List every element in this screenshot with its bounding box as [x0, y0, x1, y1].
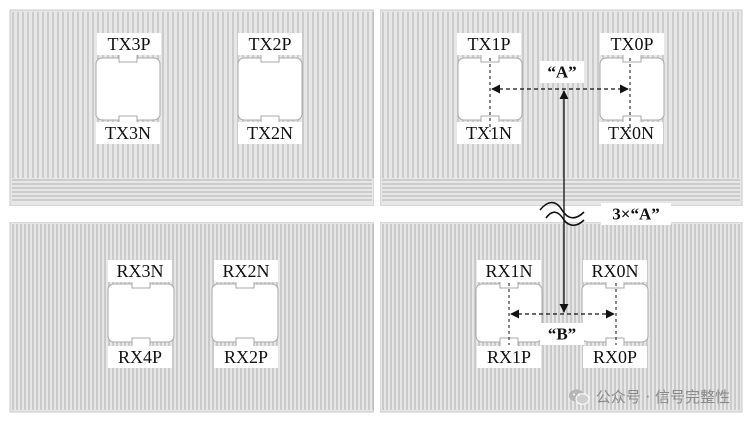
label-backdrop [97, 33, 161, 55]
dimension-label-3a: 3×“A” [612, 204, 660, 224]
pin-label-rx2p: RX2P [223, 347, 269, 367]
pin-label-tx3p: TX3P [107, 34, 151, 54]
label-backdrop [600, 33, 664, 55]
label-backdrop [238, 33, 302, 55]
watermark-text: 公众号 · 信号完整性 [595, 388, 730, 406]
pin-label-tx2p: TX2P [248, 34, 292, 54]
pin-label-tx0n: TX0N [608, 123, 654, 143]
label-backdrop [108, 260, 172, 282]
dimension-lines [489, 58, 631, 345]
pin-label-rx4p: RX4P [117, 347, 163, 367]
label-backdrop [238, 122, 302, 144]
pin-label-rx1p: RX1P [486, 347, 532, 367]
rx-left-quadrant [9, 221, 375, 413]
dimension-label-b: “B” [547, 324, 577, 344]
watermark: 公众号 · 信号完整性 [568, 386, 730, 407]
pin-label-tx2n: TX2N [247, 123, 293, 143]
column-gap [374, 0, 380, 423]
pin-label-rx0p: RX0P [592, 347, 638, 367]
wechat-icon [568, 389, 590, 405]
pin-label-rx1n: RX1N [485, 261, 533, 281]
tx0-pad [599, 43, 665, 135]
dimension-break-symbol [539, 201, 585, 219]
dimension-label-a: “A” [547, 62, 577, 82]
pin-label-tx3n: TX3N [105, 123, 151, 143]
tx3-pad [95, 43, 161, 135]
label-backdrop [457, 122, 521, 144]
dimension-label-backdrop [540, 323, 584, 345]
pin-label-tx1n: TX1N [466, 123, 512, 143]
label-backdrop [96, 122, 160, 144]
pin-label-rx0n: RX0N [591, 261, 639, 281]
label-backdrop [583, 346, 647, 368]
label-backdrop [108, 346, 172, 368]
tx-right-quadrant [379, 9, 743, 207]
label-backdrop [457, 33, 521, 55]
dimension-label-backdrop [540, 61, 584, 83]
label-backdrop [214, 260, 278, 282]
label-backdrop [477, 346, 541, 368]
label-backdrop [214, 346, 278, 368]
pin-label-tx1p: TX1P [467, 34, 511, 54]
label-backdrop [599, 122, 663, 144]
tx-left-quadrant [9, 9, 375, 207]
pin-label-rx3n: RX3N [116, 261, 164, 281]
label-backdrop [583, 260, 647, 282]
rx-right-quadrant [379, 221, 743, 413]
pin-label-rx2n: RX2N [222, 261, 270, 281]
tx2-pad [237, 43, 303, 135]
label-backdrop [477, 260, 541, 282]
pin-label-tx0p: TX0P [610, 34, 654, 54]
